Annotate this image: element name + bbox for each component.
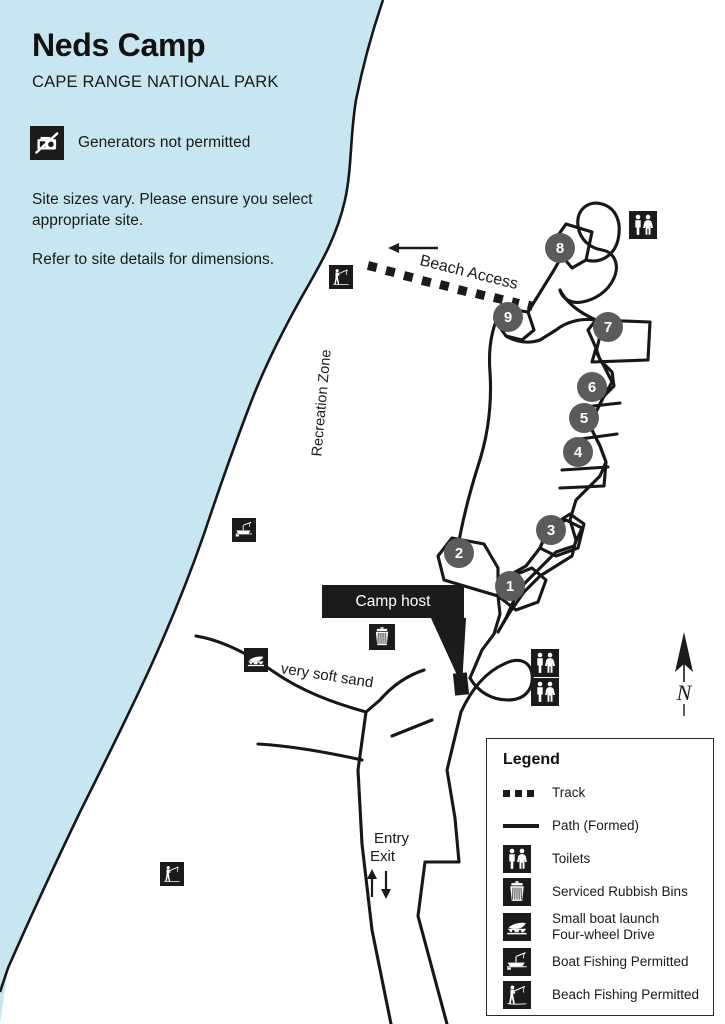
legend-item-beach-fishing-icon: Beach Fishing Permitted — [503, 980, 703, 1009]
cross-path-a — [390, 718, 434, 738]
refer-dimensions-note: Refer to site details for dimensions. — [32, 251, 275, 268]
legend-label: Beach Fishing Permitted — [552, 986, 700, 1002]
boat-fishing-icon-marker — [232, 518, 256, 545]
no-generators-icon — [30, 126, 64, 160]
compass-rose: N — [664, 628, 704, 718]
title-block: Neds Camp CAPE RANGE NATIONAL PARK — [32, 27, 332, 92]
legend-label: Path (Formed) — [552, 818, 640, 834]
turnaround-to-7 — [558, 288, 598, 322]
entry-road-east — [416, 710, 463, 1024]
site-sizes-note: Site sizes vary. Please ensure you selec… — [32, 191, 313, 229]
beach-fishing-icon — [503, 980, 531, 1009]
rubbish-bin-icon — [369, 624, 395, 650]
beach-fishing-icon — [329, 265, 353, 289]
toilets-icon — [503, 845, 531, 873]
west-leg — [454, 306, 504, 562]
legend-item-path: Path (Formed) — [503, 812, 703, 840]
entry-road-west — [356, 668, 426, 1024]
toilets-icon-marker — [629, 211, 657, 242]
coastline — [0, 0, 385, 993]
generators-notice-label: Generators not permitted — [78, 134, 251, 151]
beach-access-track — [366, 261, 534, 311]
site-badge-2[interactable]: 2 — [444, 538, 474, 568]
soft-sand-track-2 — [256, 742, 364, 762]
top-turnaround-loop — [558, 201, 621, 304]
label-exit: Exit — [370, 848, 396, 865]
site-badge-6[interactable]: 6 — [577, 372, 607, 402]
boat-fishing-icon — [232, 518, 256, 542]
path-symbol — [503, 824, 539, 828]
site-badge-4[interactable]: 4 — [563, 437, 593, 467]
generators-notice: Generators not permitted — [30, 126, 250, 160]
camp-host-callout: Camp host — [322, 585, 464, 618]
site-badge-1[interactable]: 1 — [495, 571, 525, 601]
toilets-icon-symbol — [503, 845, 539, 873]
compass-north-label: N — [676, 680, 693, 705]
rubbish-bin-icon-symbol — [503, 878, 539, 906]
boat-fishing-icon — [503, 947, 531, 976]
legend-item-boat-fishing-icon: Boat Fishing Permitted — [503, 947, 703, 976]
toilet-loop — [459, 658, 534, 714]
upper-spine — [504, 317, 598, 344]
toilets-icon-marker — [531, 678, 559, 709]
site-badge-9[interactable]: 9 — [493, 302, 523, 332]
site-badge-7[interactable]: 7 — [593, 312, 623, 342]
beach-fishing-icon-marker — [329, 265, 353, 292]
legend-label: Serviced Rubbish Bins — [552, 884, 688, 900]
boat-launch-icon-marker — [244, 648, 268, 675]
label-entry: Entry — [374, 830, 410, 847]
boat-launch-icon-symbol — [503, 912, 539, 941]
site-badge-3[interactable]: 3 — [536, 515, 566, 545]
rubbish-bin-icon — [503, 878, 531, 906]
boat-fishing-icon-symbol — [503, 947, 539, 976]
site-4-divider — [560, 465, 610, 472]
legend-label: Boat Fishing Permitted — [552, 953, 689, 969]
beach-access-arrow — [388, 243, 438, 253]
legend-item-track: Track — [503, 779, 703, 807]
beach-fishing-icon-marker — [160, 862, 184, 889]
page-subtitle: CAPE RANGE NATIONAL PARK — [32, 73, 279, 92]
legend-item-rubbish-bin-icon: Serviced Rubbish Bins — [503, 878, 703, 906]
boat-launch-icon — [503, 912, 531, 941]
legend-label: Toilets — [552, 851, 591, 867]
soft-sand-track — [194, 634, 368, 714]
track-symbol — [503, 789, 539, 797]
beach-fishing-icon-symbol — [503, 980, 539, 1009]
toilets-icon — [629, 211, 657, 239]
ocean-water — [0, 0, 383, 1024]
north-spine — [496, 334, 614, 634]
boat-launch-icon — [244, 648, 268, 672]
site-2-bay — [436, 536, 500, 598]
camp-host-pointer — [430, 616, 466, 686]
loop-road-main — [468, 518, 584, 680]
legend-item-toilets-icon: Toilets — [503, 845, 703, 873]
toilets-icon — [531, 649, 559, 677]
site-badge-8[interactable]: 8 — [545, 233, 575, 263]
toilets-icon — [531, 678, 559, 706]
site-badge-5[interactable]: 5 — [569, 403, 599, 433]
beach-fishing-icon — [160, 862, 184, 886]
site-7-bay — [586, 318, 652, 364]
rubbish-bin-icon-marker — [369, 624, 395, 653]
legend-label: Track — [552, 785, 586, 801]
legend-title: Legend — [503, 751, 560, 768]
north-arrow-icon — [675, 632, 693, 672]
toilets-icon-marker — [531, 649, 559, 680]
page-title: Neds Camp — [32, 27, 206, 63]
camp-host-marker — [452, 672, 470, 696]
entry-exit-arrows — [367, 869, 391, 899]
